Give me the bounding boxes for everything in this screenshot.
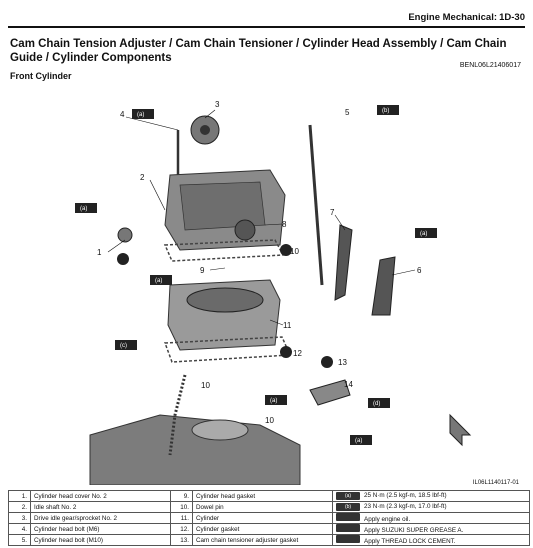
legend-symbol-icon	[336, 524, 360, 532]
head-bolt-m10	[308, 124, 324, 286]
symbol-cell: (a) 25 N·m (2.5 kgf-m, 18.5 lbf-ft)	[332, 490, 530, 502]
callout-10-c: 10	[265, 416, 274, 425]
symbol-cell: Apply engine oil.	[332, 512, 530, 524]
symbol-cell: (b) 23 N·m (2.3 kgf-m, 17.0 lbf-ft)	[332, 501, 530, 513]
legend-symbol-icon: (b)	[336, 503, 360, 511]
callout-10-a: 9	[200, 266, 205, 275]
item-name: Cam chain tensioner adjuster gasket	[192, 534, 333, 546]
legend-note: Apply THREAD LOCK CEMENT.	[364, 538, 456, 545]
item-name: Dowel pin	[192, 501, 333, 513]
item-name: Cylinder head bolt (M6)	[30, 523, 171, 535]
item-name: Cylinder head bolt (M10)	[30, 534, 171, 546]
svg-text:(c): (c)	[120, 343, 127, 349]
item-number: 13.	[170, 534, 193, 546]
legend-symbol-icon	[336, 513, 360, 521]
item-number: 9.	[170, 490, 193, 502]
table-row: 5.Cylinder head bolt (M10)13.Cam chain t…	[8, 534, 530, 546]
item-name: Cylinder gasket	[192, 523, 333, 535]
item-number: 5.	[8, 534, 31, 546]
subtitle: Front Cylinder	[10, 71, 72, 81]
front-arrow-icon	[449, 413, 472, 447]
doc-code: BENL06L21406017	[459, 62, 521, 69]
svg-text:(a): (a)	[80, 206, 87, 212]
callout-7: 7	[330, 208, 335, 217]
callout-1: 1	[97, 248, 102, 257]
section-title: Engine Mechanical:	[408, 12, 497, 23]
callout-14: 14	[344, 380, 353, 389]
item-number: 3.	[8, 512, 31, 524]
item-name: Drive idle gear/sprocket No. 2	[30, 512, 171, 524]
item-name: Cylinder head gasket	[192, 490, 333, 502]
table-row: 4.Cylinder head bolt (M6)12.Cylinder gas…	[8, 523, 530, 535]
cam-chain-guide	[334, 224, 353, 301]
svg-text:(b): (b)	[382, 108, 389, 114]
item-number: 1.	[8, 490, 31, 502]
callout-11: 11	[283, 321, 292, 330]
legend-note: 23 N·m (2.3 kgf-m, 17.0 lbf-ft)	[364, 503, 447, 510]
page-number: 1D-30	[499, 12, 525, 23]
callout-4: 4	[120, 110, 125, 119]
item-name: Idle shaft No. 2	[30, 501, 171, 513]
tension-adjuster	[309, 379, 351, 406]
legend-note: Apply engine oil.	[364, 516, 411, 523]
svg-text:(a): (a)	[155, 278, 162, 284]
svg-text:(d): (d)	[373, 401, 380, 407]
page-title: Cam Chain Tension Adjuster / Cam Chain T…	[10, 38, 507, 64]
callout-12: 12	[293, 349, 302, 358]
callout-9: 10	[290, 247, 299, 256]
svg-text:(a): (a)	[137, 112, 144, 118]
svg-text:(a): (a)	[420, 231, 427, 237]
item-number: 4.	[8, 523, 31, 535]
callout-10-b: 10	[201, 381, 210, 390]
callout-13: 13	[338, 358, 347, 367]
item-number: 10.	[170, 501, 193, 513]
item-number: 11.	[170, 512, 193, 524]
exploded-diagram: 4 3 5 2 1 8 7 6 9 10 10 11 12 13 14 10 (…	[75, 100, 472, 485]
callout-3: 3	[215, 100, 220, 109]
callout-6: 6	[417, 266, 422, 275]
item-number: 12.	[170, 523, 193, 535]
svg-text:(a): (a)	[355, 438, 362, 444]
item-name: Cylinder head cover No. 2	[30, 490, 171, 502]
header-bar: Engine Mechanical: 1D-30	[8, 6, 525, 28]
callout-8: 8	[282, 220, 287, 229]
item-name: Cylinder	[192, 512, 333, 524]
callout-2: 2	[140, 173, 145, 182]
figure-code: IL06L1140117-01	[472, 480, 519, 486]
callout-5: 5	[345, 108, 350, 117]
head-cover-no2	[117, 227, 133, 243]
symbol-cell: Apply THREAD LOCK CEMENT.	[332, 534, 530, 546]
legend-note: 25 N·m (2.5 kgf-m, 18.5 lbf-ft)	[364, 492, 447, 499]
legend-symbol-icon	[336, 535, 360, 543]
legend-note: Apply SUZUKI SUPER GREASE A.	[364, 527, 464, 534]
cam-chain-tensioner	[371, 256, 396, 316]
cam-chain	[168, 374, 187, 456]
torque-badge-icon: (a) (b) (a) (a) (c) (a) (d) (a) (a)	[75, 105, 437, 445]
symbol-cell: Apply SUZUKI SUPER GREASE A.	[332, 523, 530, 535]
legend-symbol-icon: (a)	[336, 492, 360, 500]
replace-marker-icon	[117, 244, 333, 368]
item-number: 2.	[8, 501, 31, 513]
svg-text:(a): (a)	[270, 398, 277, 404]
